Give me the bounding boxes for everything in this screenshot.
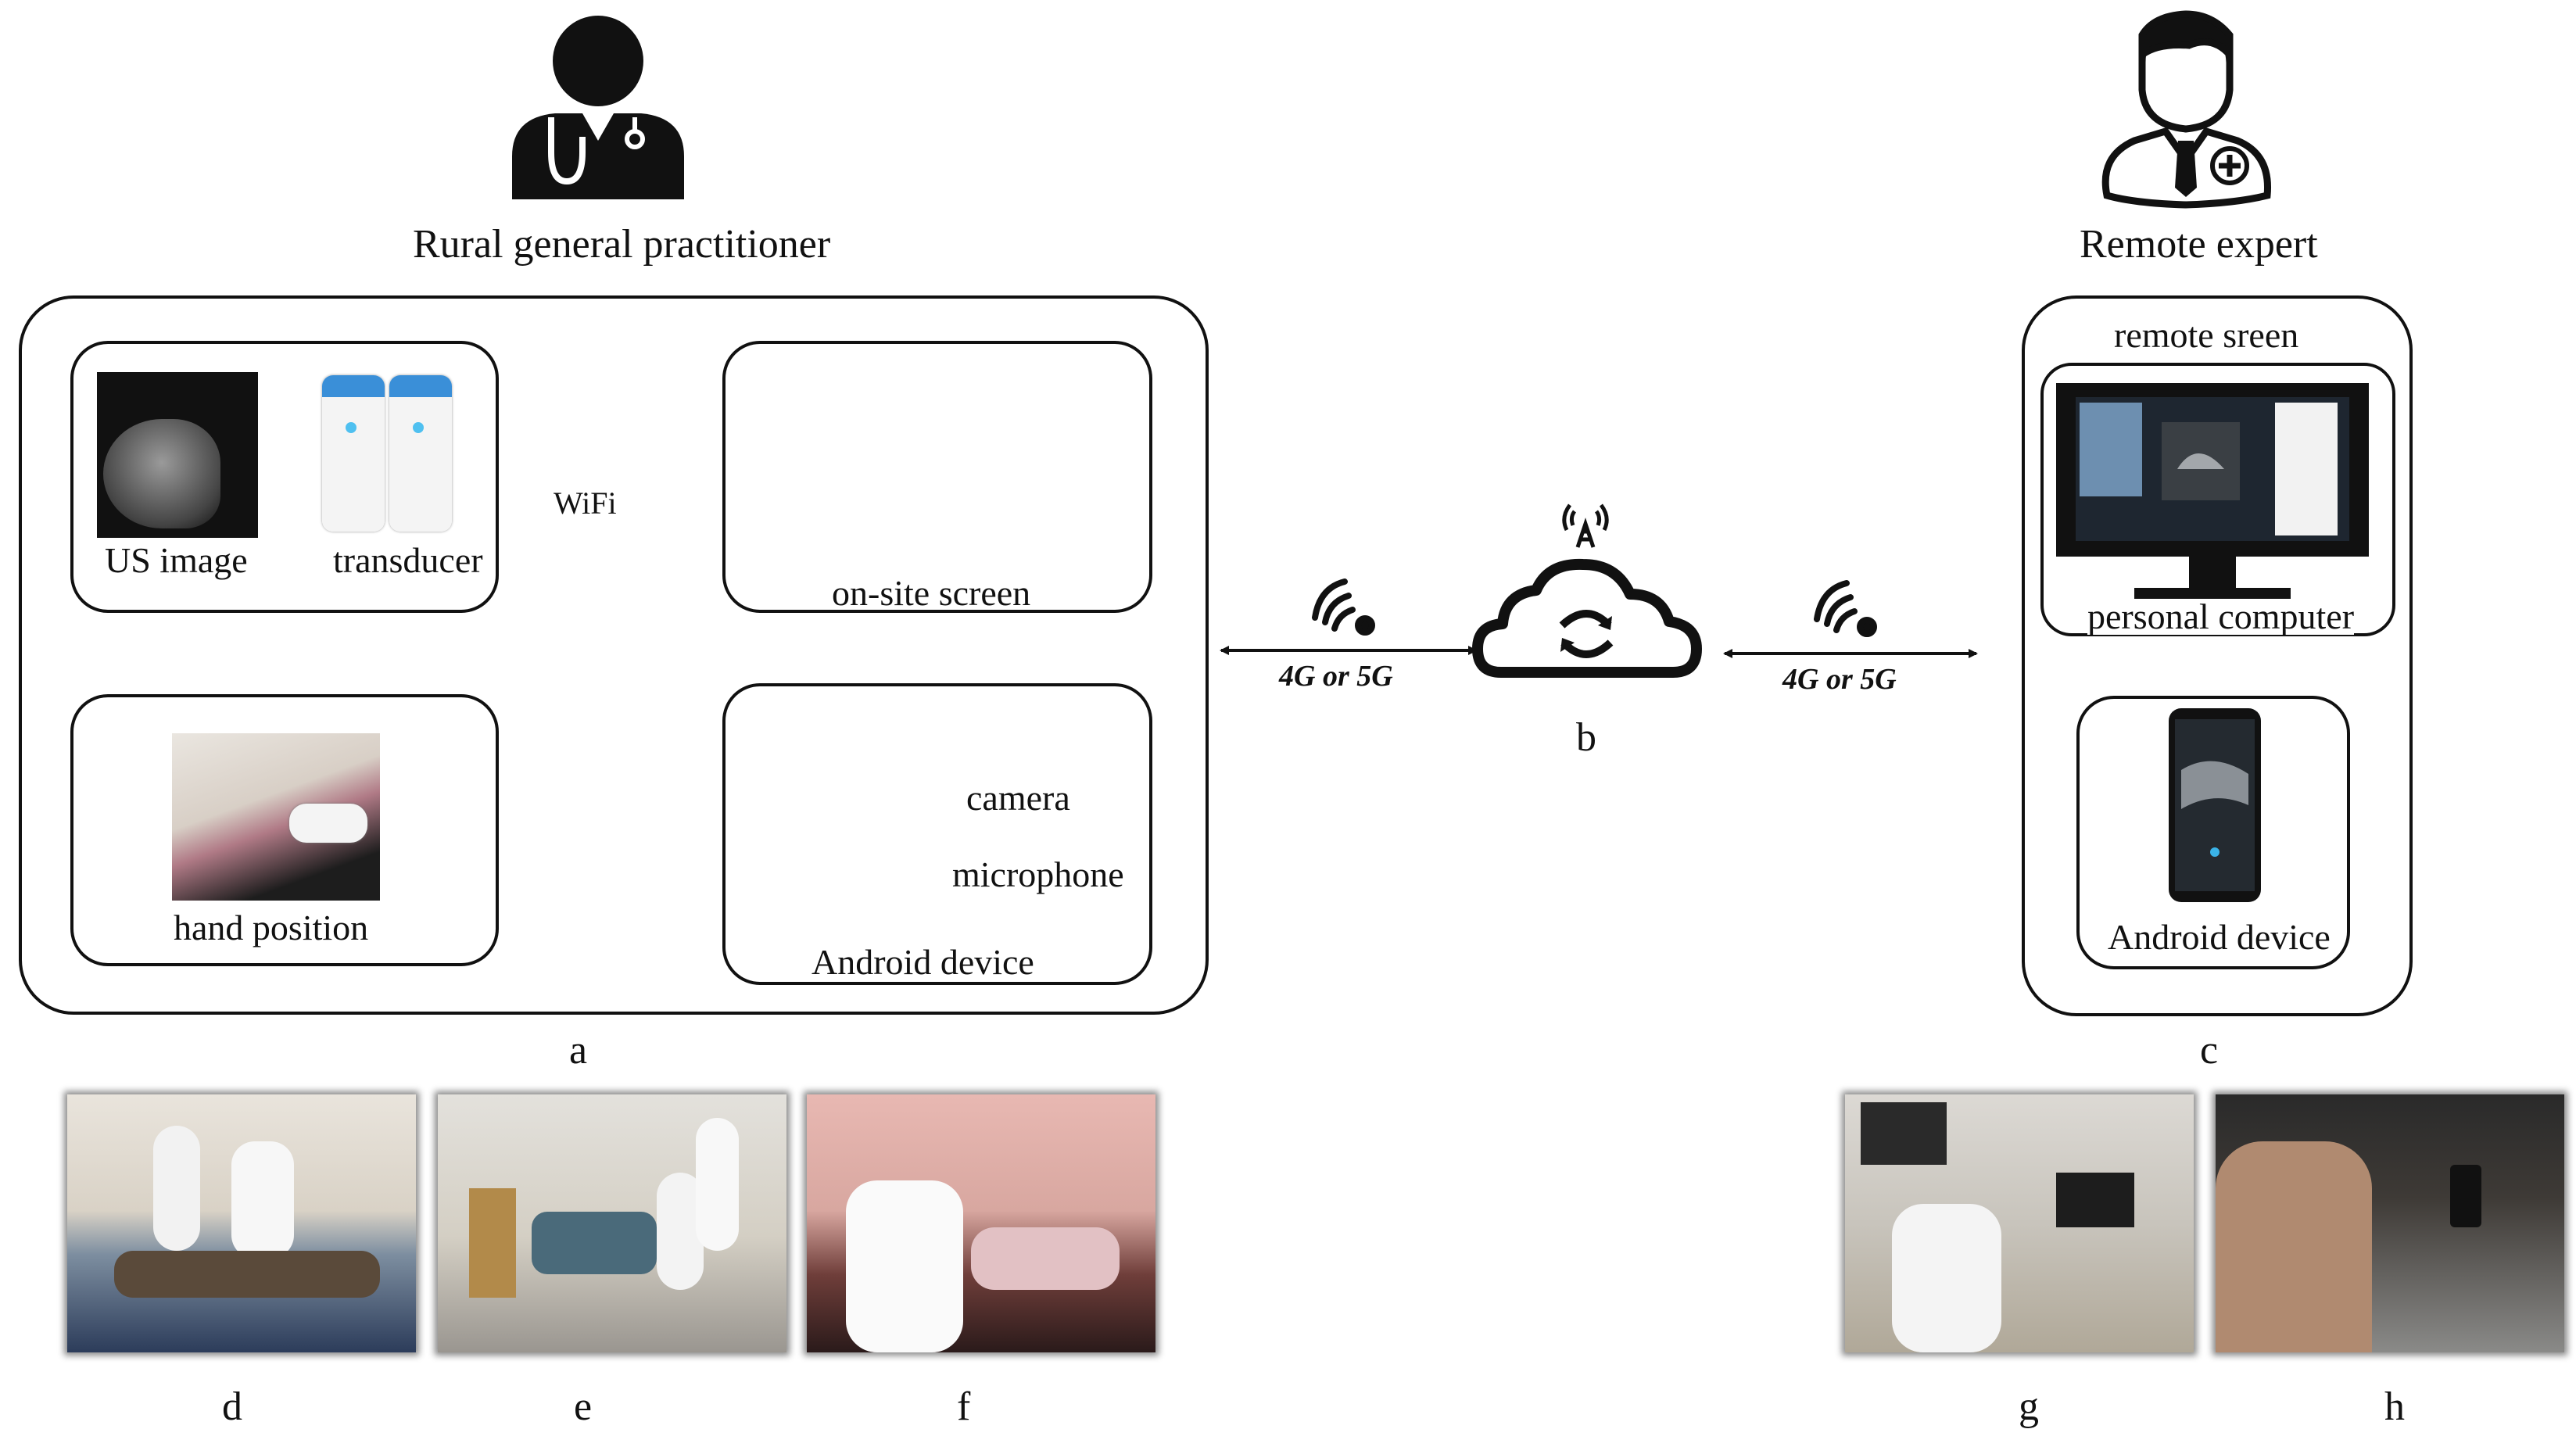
hand-position-label: hand position [174,908,369,947]
photo-letter-h: h [2384,1384,2405,1429]
antenna-tower-icon [1562,503,1609,548]
personal-computer-label: personal computer [2087,596,2355,636]
personal-computer-icon [2056,383,2369,599]
photo-letter-f: f [957,1384,971,1429]
photo-e [438,1094,786,1352]
onsite-screen-label: on-site screen [832,573,1031,613]
hand-position-photo [172,733,380,901]
onsite-screen-box: on-site screen [722,341,1152,613]
remote-android-label: Android device [2108,917,2331,957]
personal-computer-box: personal computer [2040,363,2395,636]
photo-d [67,1094,416,1352]
expert-panel [2022,295,2413,1016]
hand-position-box: hand position [70,694,499,966]
cloud-sync-icon [1472,558,1702,678]
medical-expert-icon [2101,10,2272,209]
panel-letter-a: a [569,1028,588,1073]
us-image-label: US image [105,540,248,580]
android-device-label: Android device [811,942,1034,982]
transducer-image [322,375,478,532]
photo-letter-d: d [222,1384,242,1429]
expert-title: Remote expert [2080,222,2318,267]
photo-letter-g: g [2019,1384,2039,1429]
left-link-label: 4G or 5G [1279,660,1393,693]
wifi-label: WiFi [554,485,617,521]
photo-g [1845,1094,2194,1352]
android-device-box: camera microphone Android device [722,683,1152,985]
microphone-label: microphone [952,854,1124,894]
photo-letter-e: e [574,1384,593,1429]
us-image-thumbnail [97,372,258,538]
signal-icon [1814,580,1877,637]
remote-android-phone-icon [2169,708,2261,902]
transducer-label: transducer [333,540,483,580]
camera-label: camera [966,778,1070,818]
right-link-label: 4G or 5G [1782,663,1897,696]
photo-h [2216,1094,2564,1352]
signal-icon [1312,578,1375,636]
photo-f [807,1094,1155,1352]
panel-letter-b: b [1576,715,1596,760]
ultrasound-box: US image transducer [70,341,499,613]
remote-android-box: Android device [2076,696,2350,969]
remote-screen-label: remote sreen [2114,315,2299,355]
practitioner-title: Rural general practitioner [413,222,831,267]
panel-letter-c: c [2200,1028,2219,1073]
doctor-stethoscope-icon [512,16,684,199]
